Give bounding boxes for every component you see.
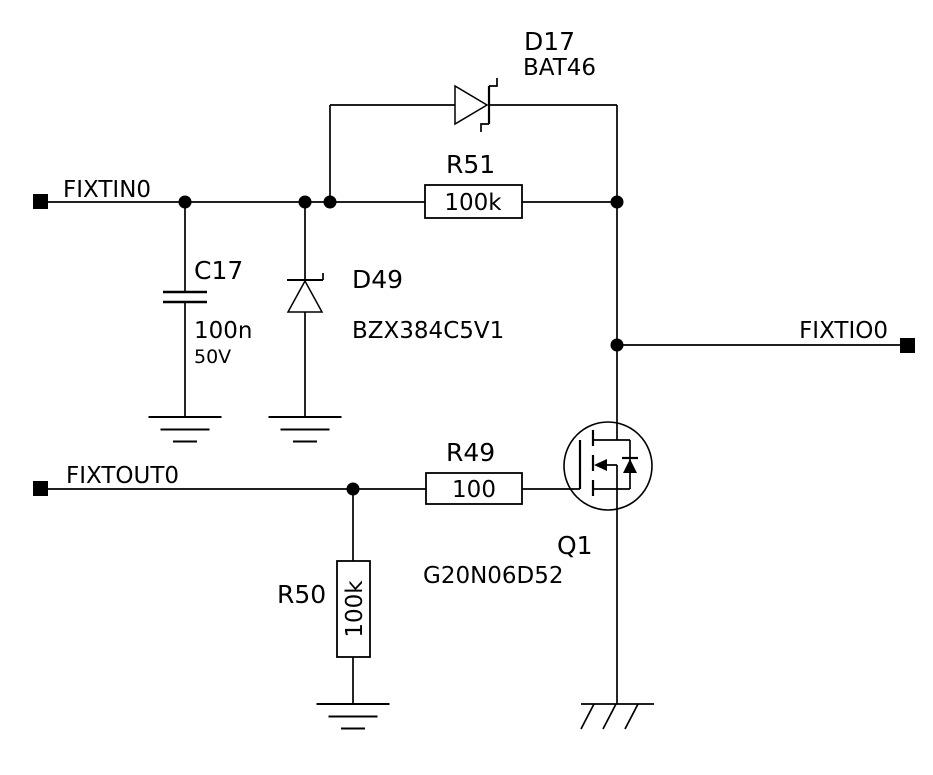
body-arrow (594, 459, 607, 471)
pin-fixtout0 (33, 481, 48, 496)
schottky-hook-bottom (480, 123, 489, 132)
resistor-symbol-r51: 100k (424, 184, 523, 219)
q1-ref: Q1 (557, 531, 593, 560)
ground-symbol-d49 (268, 416, 342, 443)
ground-symbol-r50 (316, 703, 390, 730)
c17-rating: 50V (194, 346, 231, 368)
wires (48, 104, 900, 704)
d49-ref: D49 (352, 265, 403, 294)
r49-ref: R49 (446, 438, 495, 467)
d17-ref: D17 (524, 27, 575, 56)
r50-ref: R50 (277, 580, 326, 609)
junction-dot (610, 195, 624, 209)
junction-dot (178, 195, 192, 209)
pin-fixtin0 (33, 194, 48, 209)
chassis-hatch-2 (602, 703, 617, 730)
io-pins (33, 194, 915, 496)
diode-triangle (454, 84, 489, 126)
pin-fixtio0 (900, 338, 915, 353)
body-diode-triangle (623, 459, 637, 473)
c17-value: 100n (194, 318, 252, 344)
diode-triangle (286, 279, 324, 313)
net-label-fixtin0: FIXTIN0 (63, 177, 151, 203)
r51-value: 100k (444, 190, 502, 216)
d17-part: BAT46 (523, 55, 596, 81)
c17-ref: C17 (194, 256, 243, 285)
junction-dot (346, 482, 360, 496)
resistor-body (425, 472, 523, 505)
transistor-circle (563, 421, 653, 511)
schottky-diode-symbol (454, 78, 498, 132)
chassis-ground-symbol (580, 703, 654, 730)
resistor-body (424, 184, 523, 219)
resistor-symbol-r50: 100k (336, 560, 371, 658)
chassis-hatch-3 (624, 703, 639, 730)
net-label-fixtout0: FIXTOUT0 (66, 463, 179, 489)
junction-dot (298, 195, 312, 209)
schottky-hook-top (489, 78, 498, 87)
junction-dots (178, 195, 624, 496)
q1-part: G20N06D52 (423, 563, 564, 589)
net-label-fixtio0: FIXTIO0 (799, 318, 888, 344)
junction-dot (610, 338, 624, 352)
resistor-body (336, 560, 371, 658)
nmos-transistor-symbol (563, 421, 653, 511)
d49-part: BZX384C5V1 (352, 318, 504, 344)
zener-diode-symbol (286, 273, 324, 313)
junction-dot (323, 195, 337, 209)
resistor-symbol-r49: 100 (425, 472, 523, 505)
capacitor-symbol (163, 290, 207, 304)
r49-value: 100 (452, 477, 496, 503)
r50-value: 100k (342, 580, 368, 638)
ground-symbol-c17 (148, 416, 222, 443)
chassis-hatch-1 (580, 703, 595, 730)
r51-ref: R51 (446, 150, 495, 179)
